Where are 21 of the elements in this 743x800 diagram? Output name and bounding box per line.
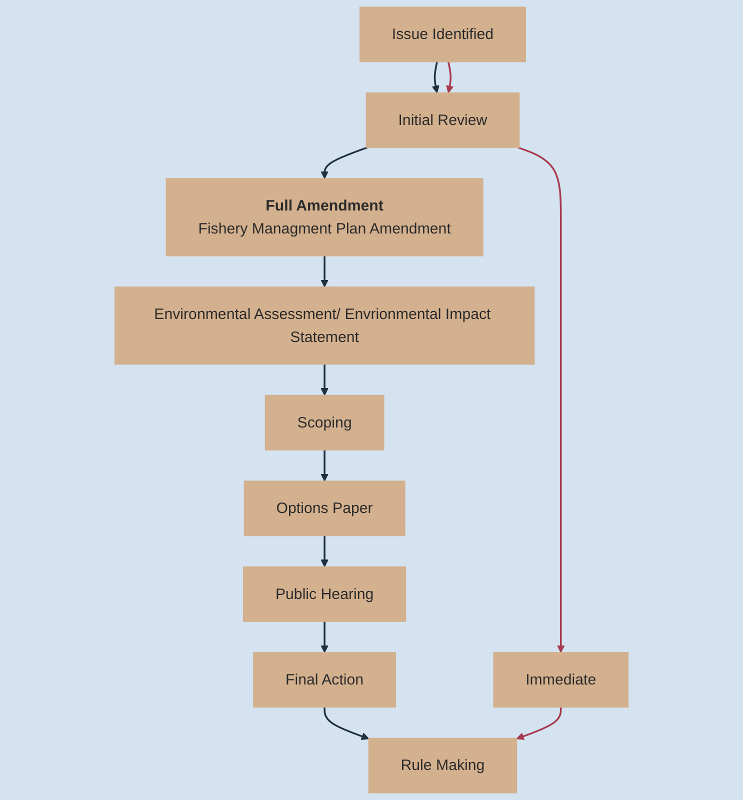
arrow [446, 62, 454, 94]
arrow [516, 707, 562, 740]
node-box: Rule Making [368, 738, 518, 794]
arrow [320, 450, 328, 482]
node-box: Full Amendment Fishery Managment Plan Amendment [166, 178, 484, 256]
node-box: Scoping [264, 394, 384, 450]
arrow [320, 146, 368, 179]
node-box: Immediate [493, 652, 629, 708]
arrow [432, 62, 440, 94]
arrow [518, 146, 565, 653]
node-box: Options Paper [244, 480, 406, 536]
node-box: Final Action [253, 652, 396, 708]
arrow [320, 621, 328, 653]
arrow [324, 707, 370, 740]
arrow [320, 364, 328, 396]
arrow [320, 536, 328, 568]
node-box: Public Hearing [243, 566, 406, 622]
node-box: Environmental Assessment/ Envrionmental Impact Statement [114, 286, 535, 365]
arrow [320, 256, 328, 288]
node-box: Initial Review [366, 92, 520, 148]
node-box: Issue Identified [359, 6, 526, 62]
